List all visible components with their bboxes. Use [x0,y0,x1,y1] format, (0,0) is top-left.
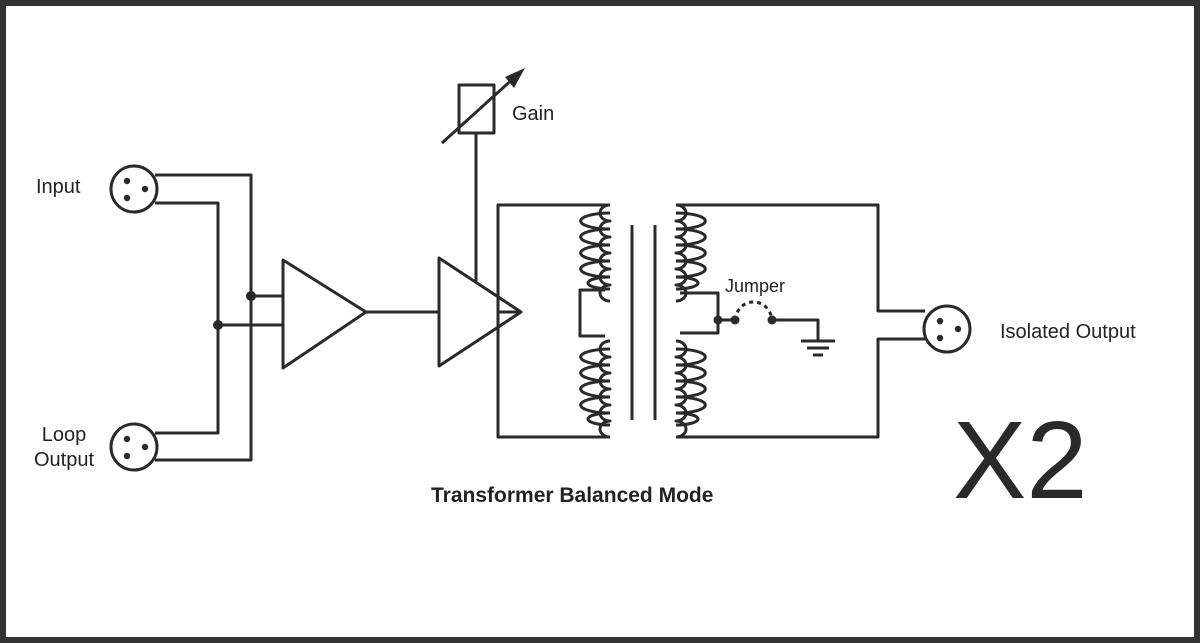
loop-label: Loop [41,424,87,446]
wire-primary-center-tap [578,288,605,338]
wire-primary-bottom [496,312,610,439]
ground-symbol [801,339,835,357]
wire-secondary-top [676,203,925,313]
secondary-coil-top [674,203,707,303]
wire-input-cold [155,201,220,435]
junction-dot [246,291,256,301]
wire-jumper-to-ground [772,318,820,340]
gain-label: Gain [512,103,555,125]
primary-coil-bottom [579,339,612,439]
loop-output-label: Output [33,449,95,471]
junction-dot [713,315,723,325]
multiplier-label: X2 [953,399,1088,522]
wire-secondary-center-tap [680,291,720,335]
input-amplifier [281,258,368,370]
gain-resistor [457,83,496,135]
wire-input-hot [155,173,253,462]
primary-coil-top [579,203,612,303]
loop-output-xlr-connector [109,422,159,472]
jumper-link [733,300,774,321]
gain-adjust-arrow [440,74,518,145]
input-xlr-connector [109,164,159,214]
wire-primary-loop [496,203,610,314]
isolated-output-label: Isolated Output [1000,321,1136,343]
gain-arrowhead [505,68,525,88]
diagram-title: Transformer Balanced Mode [431,484,714,507]
jumper-label: Jumper [725,276,786,296]
isolated-output-xlr-connector [922,304,972,354]
input-label: Input [36,176,81,198]
junction-dot [213,320,223,330]
wire-secondary-bottom [676,337,925,439]
gain-amplifier [437,256,523,368]
secondary-coil-bottom [674,339,707,439]
